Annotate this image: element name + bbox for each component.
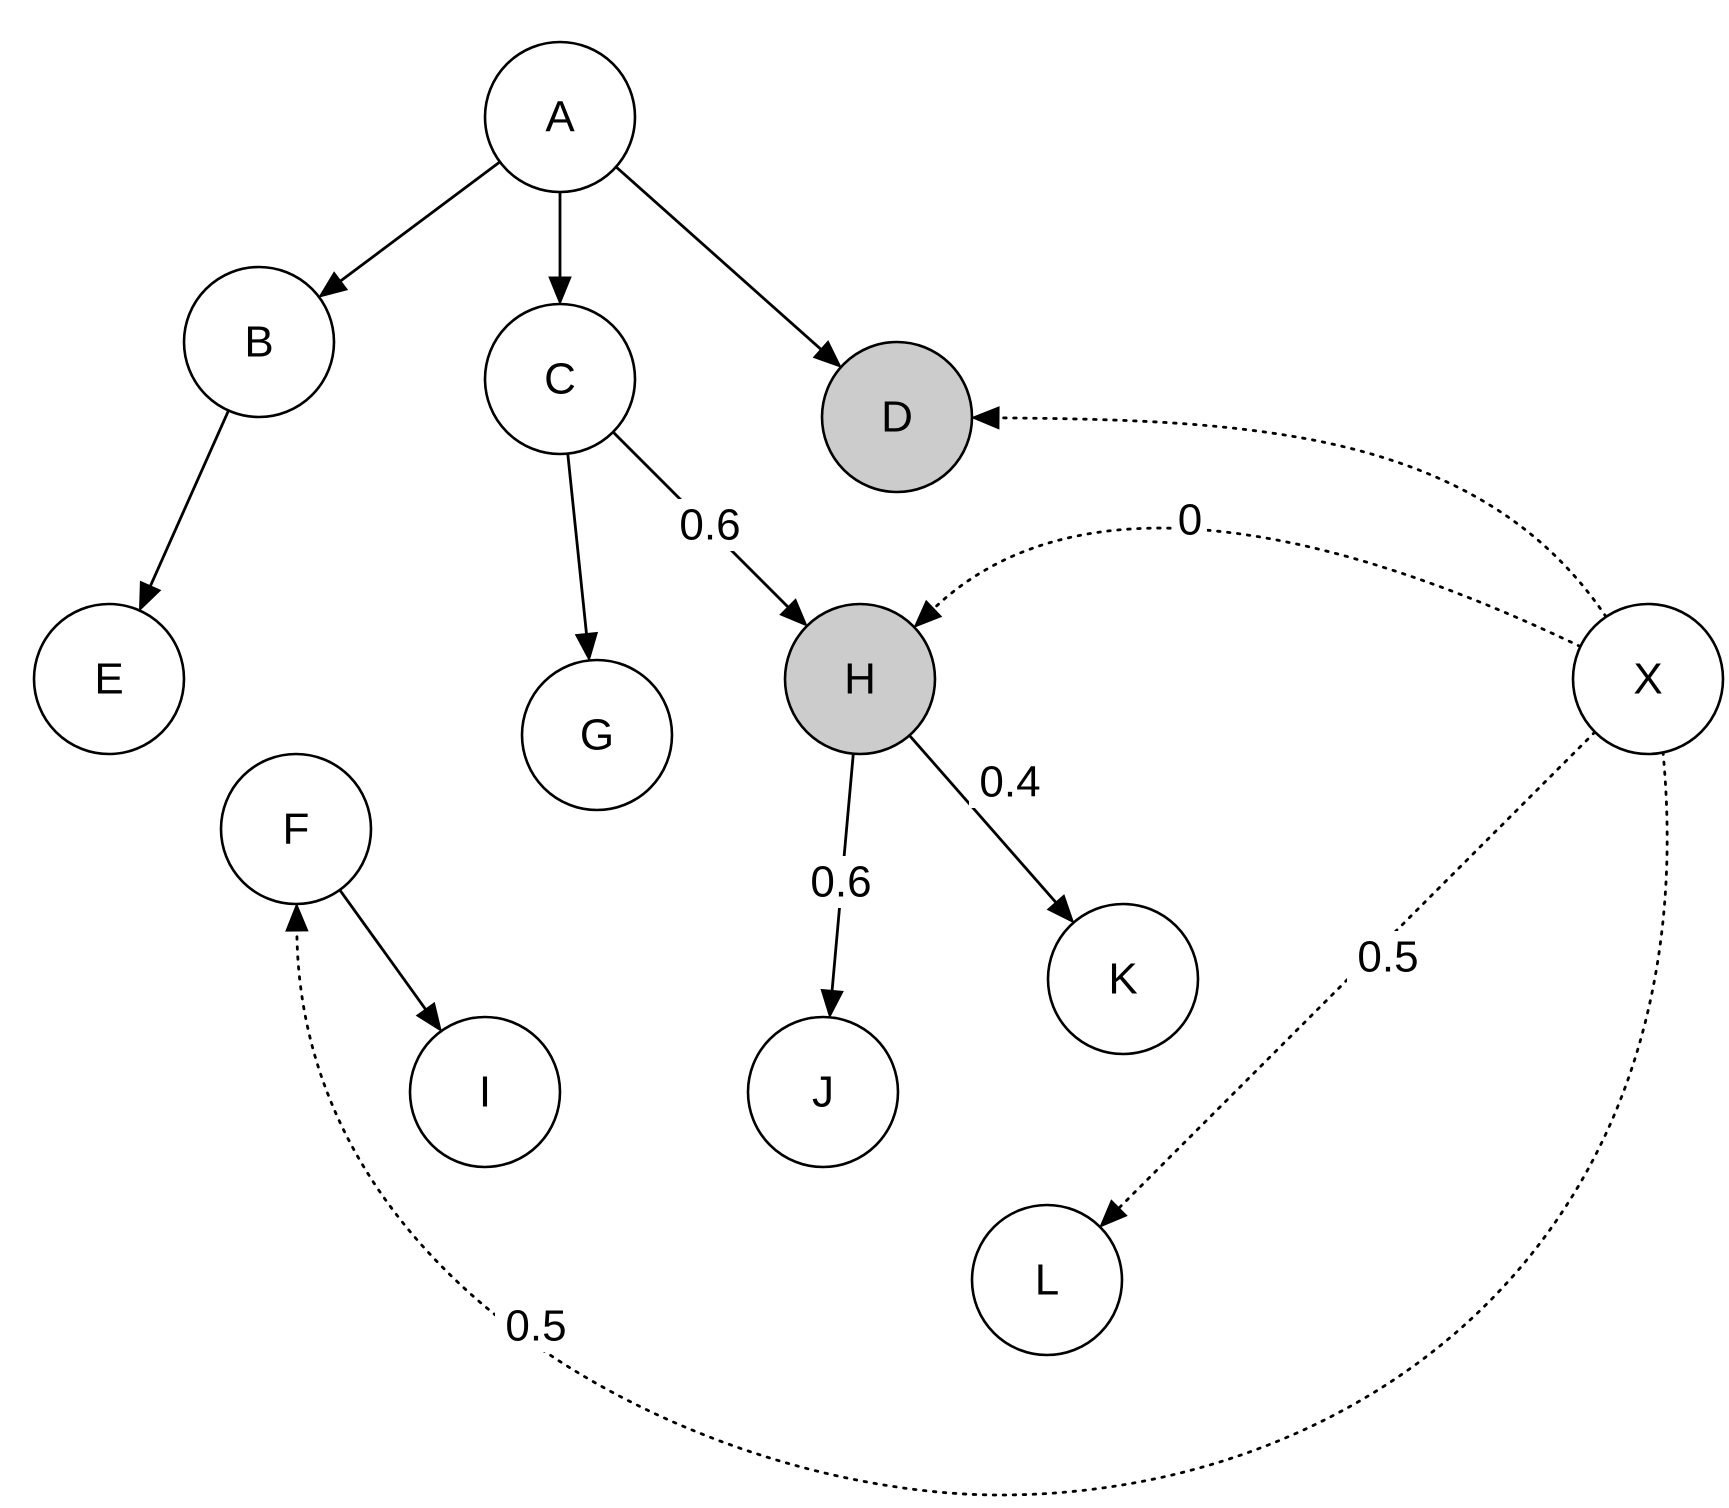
node-circle bbox=[408, 1015, 562, 1169]
edges-layer bbox=[138, 160, 1669, 1497]
node-x: X bbox=[1571, 602, 1725, 756]
edge-a-to-b-arrowhead bbox=[318, 271, 349, 298]
edge-x-to-l bbox=[1117, 730, 1597, 1210]
node-label: D bbox=[881, 393, 913, 442]
edge-h-to-k-weight-label: 0.4 bbox=[969, 756, 1051, 808]
node-k: K bbox=[1046, 902, 1200, 1056]
edge-label-background bbox=[1347, 931, 1429, 983]
node-circle bbox=[820, 340, 974, 494]
node-label: A bbox=[545, 93, 575, 142]
edge-f-to-i bbox=[338, 889, 427, 1010]
node-label: F bbox=[283, 805, 310, 854]
edge-a-to-c-arrowhead bbox=[548, 276, 572, 306]
edge-a-to-d-arrowhead bbox=[812, 340, 842, 369]
edge-f-to-i-arrowhead bbox=[415, 1001, 443, 1033]
node-l: L bbox=[970, 1203, 1124, 1357]
edge-label-background bbox=[969, 756, 1051, 808]
node-circle bbox=[32, 602, 186, 756]
node-circle bbox=[219, 752, 373, 906]
edge-label-background bbox=[669, 499, 751, 551]
edge-weight-text: 0.5 bbox=[505, 1302, 566, 1351]
node-label: C bbox=[544, 355, 576, 404]
edge-label-background bbox=[495, 1300, 577, 1352]
edge-x-to-d bbox=[997, 416, 1608, 619]
node-label: B bbox=[244, 318, 273, 367]
node-j: J bbox=[746, 1015, 900, 1169]
edge-a-to-d bbox=[615, 165, 822, 351]
edge-h-to-j-arrowhead bbox=[820, 988, 844, 1019]
node-label: E bbox=[94, 655, 123, 704]
node-a: A bbox=[483, 40, 637, 194]
node-e: E bbox=[32, 602, 186, 756]
node-label: K bbox=[1108, 955, 1137, 1004]
node-circle bbox=[483, 302, 637, 456]
edge-c-to-h-weight-label: 0.6 bbox=[669, 499, 751, 551]
edge-h-to-k bbox=[908, 734, 1057, 904]
edge-x-to-h bbox=[932, 526, 1582, 648]
node-label: H bbox=[844, 655, 876, 704]
node-circle bbox=[1571, 602, 1725, 756]
node-label: J bbox=[812, 1068, 834, 1117]
node-circle bbox=[182, 265, 336, 419]
edge-a-to-b bbox=[339, 160, 501, 283]
edge-x-to-h-arrowhead bbox=[913, 599, 943, 629]
node-label: X bbox=[1633, 655, 1662, 704]
edge-c-to-g-arrowhead bbox=[574, 631, 599, 662]
node-g: G bbox=[520, 658, 674, 812]
edge-label-background bbox=[1173, 494, 1207, 546]
node-circle bbox=[520, 658, 674, 812]
edge-x-to-l-weight-label: 0.5 bbox=[1347, 931, 1429, 983]
node-circle bbox=[1046, 902, 1200, 1056]
edge-c-to-g bbox=[566, 453, 588, 634]
node-label: I bbox=[479, 1068, 491, 1117]
edge-x-to-f-weight-label: 0.5 bbox=[495, 1300, 577, 1352]
edge-x-to-l-arrowhead bbox=[1099, 1199, 1128, 1228]
node-label: G bbox=[580, 711, 614, 760]
node-f: F bbox=[219, 752, 373, 906]
node-label: L bbox=[1035, 1256, 1059, 1305]
edge-h-to-j-weight-label: 0.6 bbox=[800, 856, 882, 908]
node-h: H bbox=[783, 602, 937, 756]
edge-b-to-e-arrowhead bbox=[138, 580, 162, 612]
edge-weight-text: 0.4 bbox=[979, 758, 1040, 807]
edge-weight-text: 0 bbox=[1178, 496, 1202, 545]
node-circle bbox=[970, 1203, 1124, 1357]
node-circle bbox=[783, 602, 937, 756]
edge-label-background bbox=[800, 856, 882, 908]
edge-x-to-d-arrowhead bbox=[970, 406, 1000, 430]
edge-b-to-e bbox=[149, 409, 230, 587]
edge-x-to-f-arrowhead bbox=[285, 902, 309, 932]
edge-labels-layer: 0.6 0.6 0.4 0 0.5 0.5 bbox=[495, 494, 1429, 1352]
node-i: I bbox=[408, 1015, 562, 1169]
node-b: B bbox=[182, 265, 336, 419]
edge-weight-text: 0.6 bbox=[679, 501, 740, 550]
edge-weight-text: 0.5 bbox=[1357, 933, 1418, 982]
node-circle bbox=[483, 40, 637, 194]
node-c: C bbox=[483, 302, 637, 456]
edge-x-to-h-weight-label: 0 bbox=[1173, 494, 1207, 546]
node-circle bbox=[746, 1015, 900, 1169]
nodes-layer: A B C D E G H X F I J K L bbox=[32, 40, 1725, 1357]
node-d: D bbox=[820, 340, 974, 494]
edge-weight-text: 0.6 bbox=[810, 858, 871, 907]
